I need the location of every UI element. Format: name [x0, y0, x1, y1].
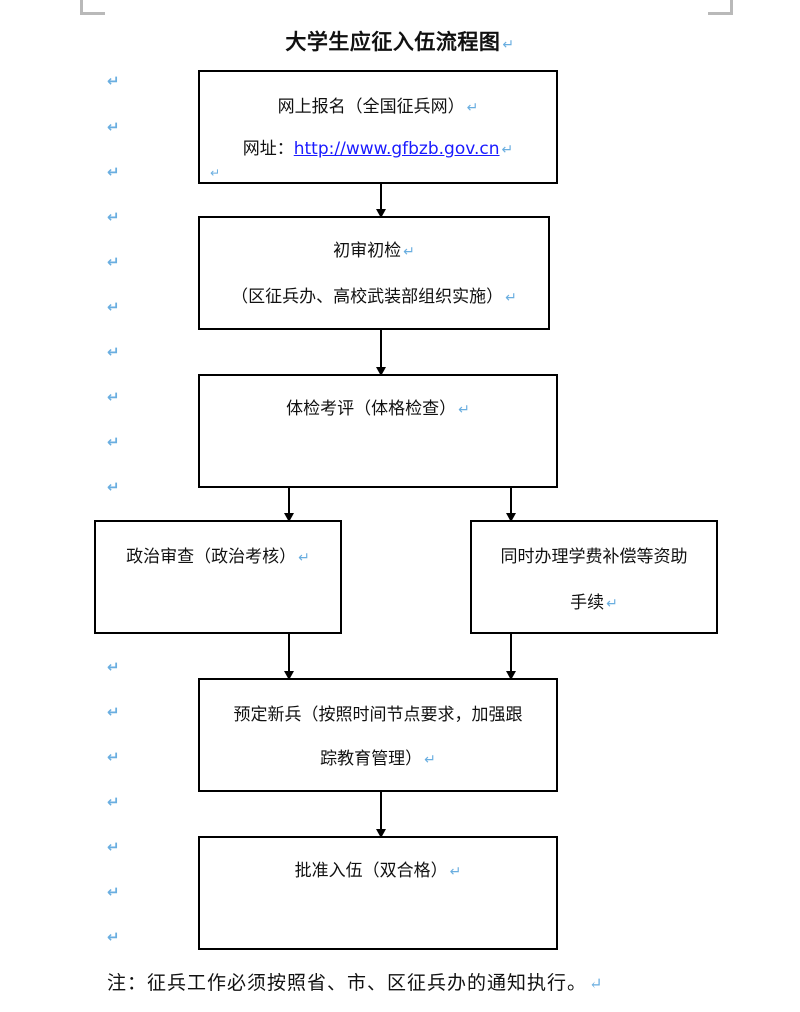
paragraph-mark: ↵ — [458, 402, 470, 418]
step-physical-box: 体检考评（体格检查）↵ — [198, 374, 558, 488]
paragraph-mark: ↵ — [501, 142, 514, 158]
paragraph-mark: ↵ — [107, 793, 120, 811]
paragraph-mark: ↵ — [298, 550, 310, 566]
page-corner-mark-right — [708, 0, 733, 15]
flow-arrow — [376, 184, 386, 218]
paragraph-mark: ↵ — [107, 928, 120, 946]
paragraph-mark: ↵ — [107, 658, 120, 676]
step-political-box: 政治审查（政治考核）↵ — [94, 520, 342, 634]
paragraph-mark: ↵ — [107, 433, 120, 451]
paragraph-mark: ↵ — [107, 748, 120, 766]
paragraph-mark: ↵ — [107, 298, 120, 316]
step-political-title: 政治审查（政治考核） — [126, 547, 297, 567]
step-register-box: 网上报名（全国征兵网）↵ 网址：http://www.gfbzb.gov.cn↵… — [198, 70, 558, 184]
paragraph-mark: ↵ — [606, 596, 618, 612]
paragraph-mark: ↵ — [502, 37, 515, 53]
paragraph-mark: ↵ — [107, 253, 120, 271]
paragraph-mark: ↵ — [424, 752, 436, 768]
step-tuition-title-cont: 手续 — [570, 593, 605, 613]
step-register-url-label: 网址： — [242, 139, 294, 159]
page-corner-mark-left — [80, 0, 105, 15]
flow-arrow-left — [284, 488, 294, 522]
paragraph-mark: ↵ — [107, 163, 120, 181]
step-approve-title: 批准入伍（双合格） — [294, 861, 448, 881]
paragraph-mark: ↵ — [505, 290, 517, 306]
step-tuition-box: 同时办理学费补偿等资助 手续↵ — [470, 520, 718, 634]
paragraph-mark: ↵ — [107, 343, 120, 361]
paragraph-mark: ↵ — [107, 72, 120, 90]
paragraph-mark: ↵ — [107, 388, 120, 406]
paragraph-mark: ↵ — [107, 478, 120, 496]
flow-arrow-left — [284, 634, 294, 680]
step-approve-box: 批准入伍（双合格）↵ — [198, 836, 558, 950]
flow-arrow — [376, 792, 386, 838]
paragraph-mark: ↵ — [589, 974, 604, 993]
paragraph-mark: ↵ — [107, 838, 120, 856]
flow-arrow-right — [506, 488, 516, 522]
step-register-title: 网上报名（全国征兵网） — [277, 97, 465, 117]
paragraph-mark: ↵ — [449, 864, 462, 880]
conscription-website-link[interactable]: http://www.gfbzb.gov.cn — [293, 139, 500, 159]
step-reserve-title: 预定新兵（按照时间节点要求，加强跟 — [233, 705, 523, 725]
paragraph-mark: ↵ — [107, 118, 120, 136]
paragraph-mark: ↵ — [107, 208, 120, 226]
page-title: 大学生应征入伍流程图↵ — [285, 30, 515, 54]
paragraph-mark: ↵ — [107, 883, 120, 901]
step-reserve-title-cont: 踪教育管理） — [320, 749, 423, 769]
step-preliminary-detail: （区征兵办、高校武装部组织实施） — [231, 287, 504, 307]
paragraph-mark: ↵ — [210, 166, 221, 180]
step-physical-title: 体检考评（体格检查） — [286, 399, 457, 419]
step-preliminary-title: 初审初检 — [333, 241, 402, 261]
paragraph-mark: ↵ — [107, 703, 120, 721]
step-reserve-box: 预定新兵（按照时间节点要求，加强跟 踪教育管理）↵ — [198, 678, 558, 792]
flow-arrow-right — [506, 634, 516, 680]
paragraph-mark: ↵ — [466, 100, 479, 116]
step-preliminary-box: 初审初检↵ （区征兵办、高校武装部组织实施）↵ — [198, 216, 550, 330]
step-tuition-title: 同时办理学费补偿等资助 — [500, 547, 688, 567]
footnote: 注：征兵工作必须按照省、市、区征兵办的通知执行。↵ — [107, 972, 604, 994]
paragraph-mark: ↵ — [403, 244, 415, 260]
flow-arrow — [376, 330, 386, 376]
